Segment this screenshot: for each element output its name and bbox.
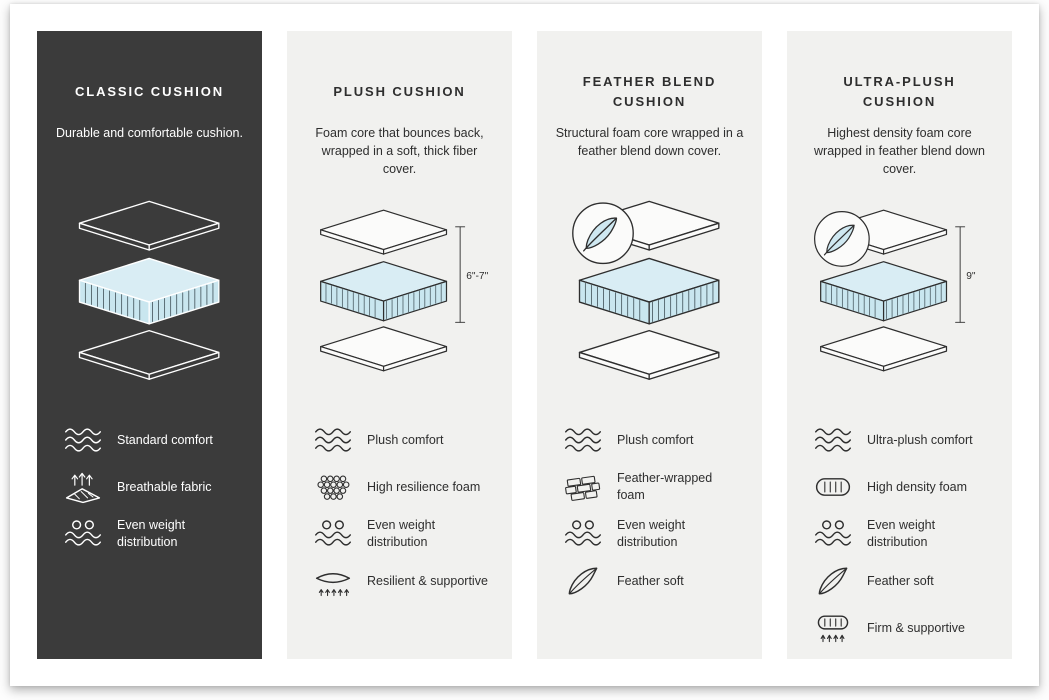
feature-row: Plush comfort — [313, 423, 495, 457]
feature-row: Standard comfort — [63, 423, 245, 457]
cushion-layers-illustration: 6"-7" — [320, 209, 489, 372]
feature-label: Feather soft — [617, 573, 684, 588]
cushion-layers-illustration — [571, 200, 719, 380]
cushion-layers-illustration: 9" — [814, 209, 976, 372]
density-icon — [813, 470, 853, 504]
feather-icon — [563, 564, 603, 598]
cushion-diagram — [554, 189, 745, 395]
feature-label: High density foam — [867, 479, 968, 494]
even-weight-icon — [813, 517, 853, 551]
feature-row: Firm & supportive — [813, 611, 995, 645]
feature-label: Feather-wrapped foam — [617, 471, 713, 502]
firm-icon — [813, 611, 853, 645]
infographic-sheet: CLASSIC CUSHION Durable and comfortable … — [10, 4, 1039, 686]
feature-row: Plush comfort — [563, 423, 745, 457]
feature-row: Feather soft — [813, 564, 995, 598]
feature-label: High resilience foam — [367, 479, 481, 494]
feature-label: Plush comfort — [367, 432, 444, 447]
card-description: Highest density foam core wrapped in fea… — [814, 126, 985, 176]
feature-label: Even weight distribution — [617, 518, 686, 549]
card-description: Durable and comfortable cushion. — [56, 126, 243, 140]
card-title: PLUSH CUSHION — [333, 83, 466, 99]
feature-label: Feather soft — [867, 573, 934, 588]
card-classic-cushion: CLASSIC CUSHION Durable and comfortable … — [37, 31, 262, 659]
feature-label: Even weight distribution — [867, 518, 936, 549]
feather-foam-icon — [563, 470, 603, 504]
card-title: CLASSIC CUSHION — [74, 83, 225, 99]
card-feather-blend-cushion: FEATHER BLEND CUSHION Structural foam co… — [537, 31, 762, 659]
feather-icon — [813, 564, 853, 598]
feature-label: Ultra-plush comfort — [867, 432, 973, 447]
card-title: ULTRA-PLUSH CUSHION — [843, 73, 956, 109]
cushion-layers-illustration — [78, 200, 219, 380]
card-description: Structural foam core wrapped in a feathe… — [555, 126, 744, 158]
cushion-diagram — [54, 189, 245, 395]
card-title: FEATHER BLEND CUSHION — [582, 73, 717, 109]
even-weight-icon — [63, 517, 103, 551]
feature-row: Ultra-plush comfort — [813, 423, 995, 457]
feature-row: Feather-wrapped foam — [563, 470, 745, 504]
feature-label: Even weight distribution — [117, 518, 186, 549]
waves-icon — [563, 423, 603, 457]
even-weight-icon — [563, 517, 603, 551]
feature-label: Firm & supportive — [867, 620, 965, 635]
waves-icon — [313, 423, 353, 457]
feature-label: Breathable fabric — [117, 479, 212, 494]
card-ultra-plush-cushion: ULTRA-PLUSH CUSHION Highest density foam… — [787, 31, 1012, 659]
feature-row: High resilience foam — [313, 470, 495, 504]
feature-label: Standard comfort — [117, 432, 213, 447]
feature-label: Resilient & supportive — [367, 573, 488, 588]
feature-label: Plush comfort — [617, 432, 694, 447]
feature-row: Even weight distribution — [313, 517, 495, 551]
feature-row: Breathable fabric — [63, 470, 245, 504]
feature-label: Even weight distribution — [367, 518, 436, 549]
breathable-icon — [63, 470, 103, 504]
feature-row: Even weight distribution — [563, 517, 745, 551]
card-description: Foam core that bounces back, wrapped in … — [315, 126, 484, 176]
cushion-diagram: 9" — [804, 189, 995, 395]
waves-icon — [813, 423, 853, 457]
resilient-icon — [313, 564, 353, 598]
even-weight-icon — [313, 517, 353, 551]
cushion-height-label: 9" — [966, 271, 976, 282]
feature-row: Even weight distribution — [813, 517, 995, 551]
cushion-diagram: 6"-7" — [304, 189, 495, 395]
feature-row: Resilient & supportive — [313, 564, 495, 598]
waves-icon — [63, 423, 103, 457]
feature-row: Even weight distribution — [63, 517, 245, 551]
feature-row: Feather soft — [563, 564, 745, 598]
foam-cells-icon — [313, 470, 353, 504]
feature-row: High density foam — [813, 470, 995, 504]
cushion-height-label: 6"-7" — [466, 271, 488, 282]
cushion-comparison: CLASSIC CUSHION Durable and comfortable … — [10, 4, 1039, 659]
card-plush-cushion: PLUSH CUSHION Foam core that bounces bac… — [287, 31, 512, 659]
